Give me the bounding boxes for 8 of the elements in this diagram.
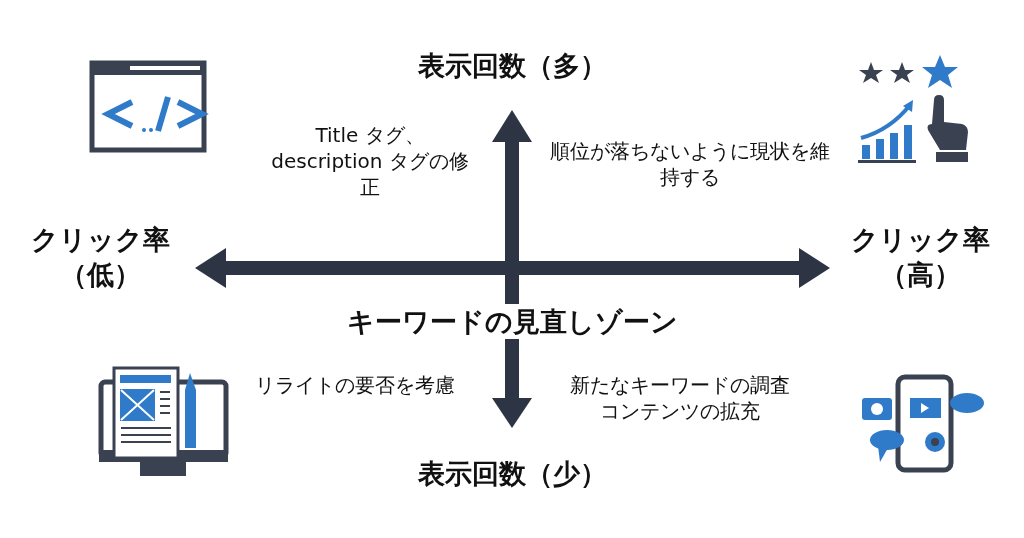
quadrant-note: 新たなキーワードの調査コンテンツの拡充 [569, 372, 791, 424]
axis-label: 表示回数（少） [416, 457, 608, 491]
quadrant-note: Title タグ、description タグの修正 [270, 122, 470, 200]
axis-label: クリック率（高） [849, 223, 991, 293]
quadrant-note: リライトの要否を考慮 [254, 372, 456, 398]
axis-label: 表示回数（多） [416, 49, 608, 83]
quadrant-note: 順位が落ちないように現状を維持する [550, 138, 830, 190]
axis-label: クリック率（低） [29, 223, 171, 293]
